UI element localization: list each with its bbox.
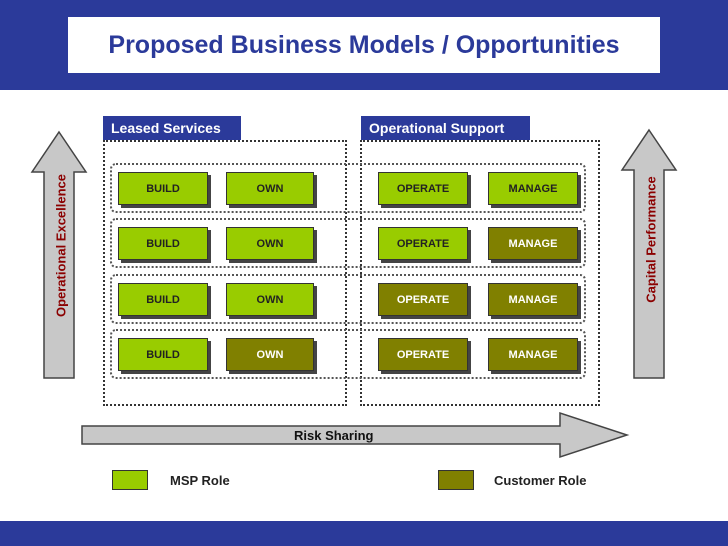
footer-band	[0, 521, 728, 546]
capital-performance-label: Capital Performance	[643, 176, 659, 303]
row-box-1	[110, 163, 586, 213]
leased-services-label: Leased Services	[103, 116, 241, 140]
manage-box-row-3: MANAGE	[488, 283, 578, 316]
operate-box-row-4: OPERATE	[378, 338, 468, 371]
row-box-2	[110, 218, 586, 268]
customer-legend-swatch	[438, 470, 474, 490]
manage-box-row-1: MANAGE	[488, 172, 578, 205]
operate-box-row-3: OPERATE	[378, 283, 468, 316]
leased-services-group	[103, 140, 347, 406]
operate-box-row-1: OPERATE	[378, 172, 468, 205]
msp-legend-label: MSP Role	[170, 473, 230, 488]
operate-box-row-2: OPERATE	[378, 227, 468, 260]
operational-excellence-label: Operational Excellence	[53, 173, 69, 318]
title-box: Proposed Business Models / Opportunities	[68, 17, 660, 73]
manage-box-row-2: MANAGE	[488, 227, 578, 260]
own-box-row-1: OWN	[226, 172, 314, 205]
build-box-row-4: BUILD	[118, 338, 208, 371]
row-box-4	[110, 329, 586, 379]
customer-legend-label: Customer Role	[494, 473, 587, 488]
manage-box-row-4: MANAGE	[488, 338, 578, 371]
page-title: Proposed Business Models / Opportunities	[108, 30, 620, 59]
row-box-3	[110, 274, 586, 324]
risk-sharing-label: Risk Sharing	[294, 428, 374, 443]
operational-support-group	[360, 140, 600, 406]
risk-sharing-arrow	[81, 411, 630, 459]
capital-performance-arrow	[620, 128, 678, 379]
msp-legend-swatch	[112, 470, 148, 490]
own-box-row-3: OWN	[226, 283, 314, 316]
operational-excellence-arrow	[30, 130, 88, 379]
own-box-row-4: OWN	[226, 338, 314, 371]
operational-support-label: Operational Support	[361, 116, 530, 140]
build-box-row-2: BUILD	[118, 227, 208, 260]
build-box-row-1: BUILD	[118, 172, 208, 205]
own-box-row-2: OWN	[226, 227, 314, 260]
build-box-row-3: BUILD	[118, 283, 208, 316]
